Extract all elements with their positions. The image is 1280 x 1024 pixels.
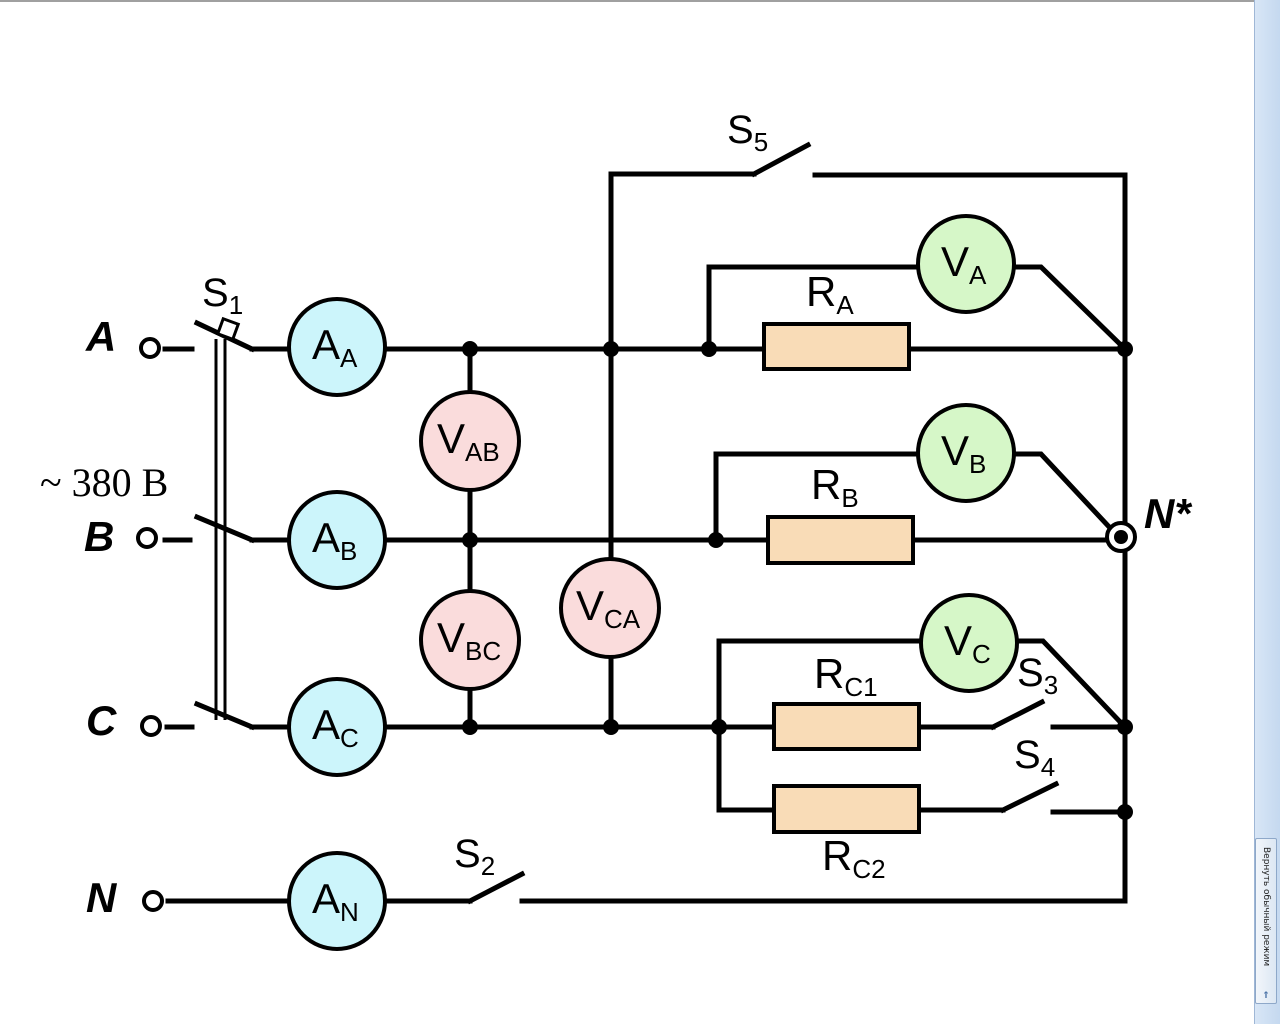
supply-voltage-label: ~ 380 В (40, 460, 168, 505)
resistor-rc2 (772, 784, 921, 834)
ammeter-aa-label: AA (312, 321, 358, 373)
ammeter-ab-label: AB (312, 514, 357, 566)
ammeter-ab (287, 490, 387, 590)
va-wire (706, 264, 1129, 353)
terminal-c (140, 715, 162, 737)
switch-s3-label: S3 (1017, 651, 1058, 700)
voltmeter-vc (919, 593, 1019, 693)
voltmeter-vab-label: VAB (437, 415, 500, 467)
terminal-b (136, 527, 158, 549)
phase-b-label: B (84, 513, 114, 560)
s1-link-cap (215, 316, 241, 342)
junction-dot (603, 341, 619, 357)
phase-voltmeters (916, 214, 1019, 693)
junction-dot (708, 532, 724, 548)
resistor-rb-label: RB (811, 461, 859, 513)
switch-s4-label: S4 (1014, 733, 1055, 782)
voltmeter-va-label: VA (941, 238, 987, 290)
resistor-rc2-label: RC2 (822, 832, 886, 884)
terminal-a (139, 337, 161, 359)
circuit-diagram: AA AB AC AN VAB VBC VCA VA VB VC RA RB R… (0, 0, 1254, 951)
s4-blade (999, 780, 1060, 814)
terminal-n (142, 890, 164, 912)
junctions (462, 341, 1137, 820)
return-normal-mode-label: Вернуть обычный режим (1261, 847, 1271, 967)
junction-dot (462, 532, 478, 548)
voltmeter-vb (916, 403, 1016, 503)
wiring (162, 141, 1129, 905)
ammeter-an (287, 851, 387, 951)
terminals (136, 337, 164, 912)
resistor-rc1 (772, 702, 921, 751)
junction-dot (462, 341, 478, 357)
junction-dot (701, 341, 717, 357)
junction-dot (1117, 804, 1133, 820)
resistor-rb (766, 515, 915, 565)
rc2-branch-wire (716, 724, 1128, 815)
switch-s5-label: S5 (727, 108, 768, 157)
resistor-rc1-label: RC1 (814, 650, 878, 702)
voltmeter-vab (419, 390, 521, 492)
voltmeter-vbc-label: VBC (437, 614, 501, 666)
voltmeter-vc-label: VC (944, 617, 991, 669)
switch-s1-label: S1 (202, 271, 243, 320)
ammeter-ac (287, 677, 387, 777)
junction-dot (1117, 341, 1133, 357)
voltmeter-va (916, 214, 1016, 314)
s5-blade (750, 141, 812, 178)
resistors (762, 322, 921, 834)
resistor-ra-label: RA (806, 268, 854, 320)
s2-blade (466, 870, 526, 905)
ammeters (287, 297, 387, 951)
vb-wire (713, 451, 1116, 543)
voltmeter-vb-label: VB (941, 427, 986, 479)
junction-dot (1117, 719, 1133, 735)
return-normal-mode-button[interactable]: Вернуть обычный режим ⇑ (1255, 838, 1277, 1004)
line-voltmeters (419, 390, 661, 691)
vc-wire (716, 638, 1129, 731)
phase-a-label: A (85, 313, 116, 360)
voltmeter-vca-label: VCA (576, 582, 641, 634)
voltmeter-vca (559, 557, 661, 659)
phase-c-label: C (86, 697, 117, 744)
junction-dot (711, 719, 727, 735)
voltmeter-vbc (419, 589, 521, 691)
switch-s2-label: S2 (454, 832, 495, 881)
s3-blade (989, 698, 1046, 731)
s1-ganged-link (214, 339, 227, 720)
junction-dot (603, 719, 619, 735)
neutral-star-dot (1114, 530, 1128, 544)
resistor-ra (762, 322, 911, 371)
ammeter-ac-label: AC (312, 701, 359, 753)
neutral-star-label: N* (1144, 490, 1192, 537)
phase-n-label: N (86, 874, 118, 921)
ammeter-an-label: AN (312, 875, 359, 927)
return-arrow-icon: ⇑ (1262, 990, 1270, 1000)
s5-bypass-wire (608, 171, 1128, 352)
junction-dot (462, 719, 478, 735)
ammeter-aa (287, 297, 387, 397)
